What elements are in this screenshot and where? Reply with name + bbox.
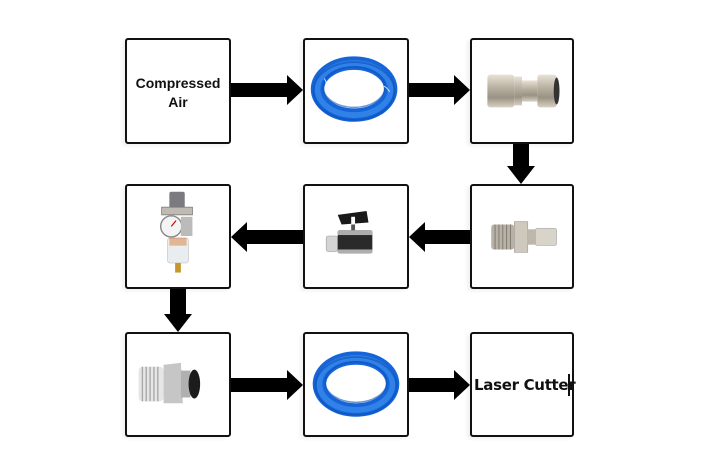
- node-hose-2: [303, 332, 409, 437]
- ball-valve-icon: [325, 211, 373, 254]
- push-to-connect-fitting-icon: [138, 362, 201, 404]
- arrow-left-2: [231, 222, 303, 252]
- arrow-down-2: [164, 289, 192, 332]
- node-push-fitting: [125, 332, 231, 437]
- arrow-left-1: [409, 222, 470, 252]
- female-coupler-icon: [487, 74, 560, 108]
- arrow-right-3: [231, 370, 303, 400]
- text-cursor-bar: [568, 374, 570, 396]
- node-male-plug: [470, 184, 574, 289]
- blue-hose-coil-icon: [310, 56, 398, 122]
- node-female-coupler: [470, 38, 574, 144]
- filter-regulator-icon: [159, 191, 193, 273]
- arrow-right-2: [409, 75, 470, 105]
- node-hose-1: [303, 38, 409, 144]
- node-filter-regulator: [125, 184, 231, 289]
- male-plug-icon: [491, 221, 557, 253]
- compressed-air-label: Compressed Air: [135, 75, 221, 110]
- laser-cutter-label: Laser Cutter: [474, 376, 576, 394]
- node-laser-cutter: Laser Cutter: [470, 332, 576, 437]
- node-ball-valve: [303, 184, 409, 289]
- blue-hose-coil-icon: [312, 351, 400, 417]
- arrow-right-4: [409, 370, 470, 400]
- arrow-right-1: [231, 75, 303, 105]
- arrow-down-1: [507, 144, 535, 184]
- node-compressed-air: Compressed Air: [125, 38, 231, 144]
